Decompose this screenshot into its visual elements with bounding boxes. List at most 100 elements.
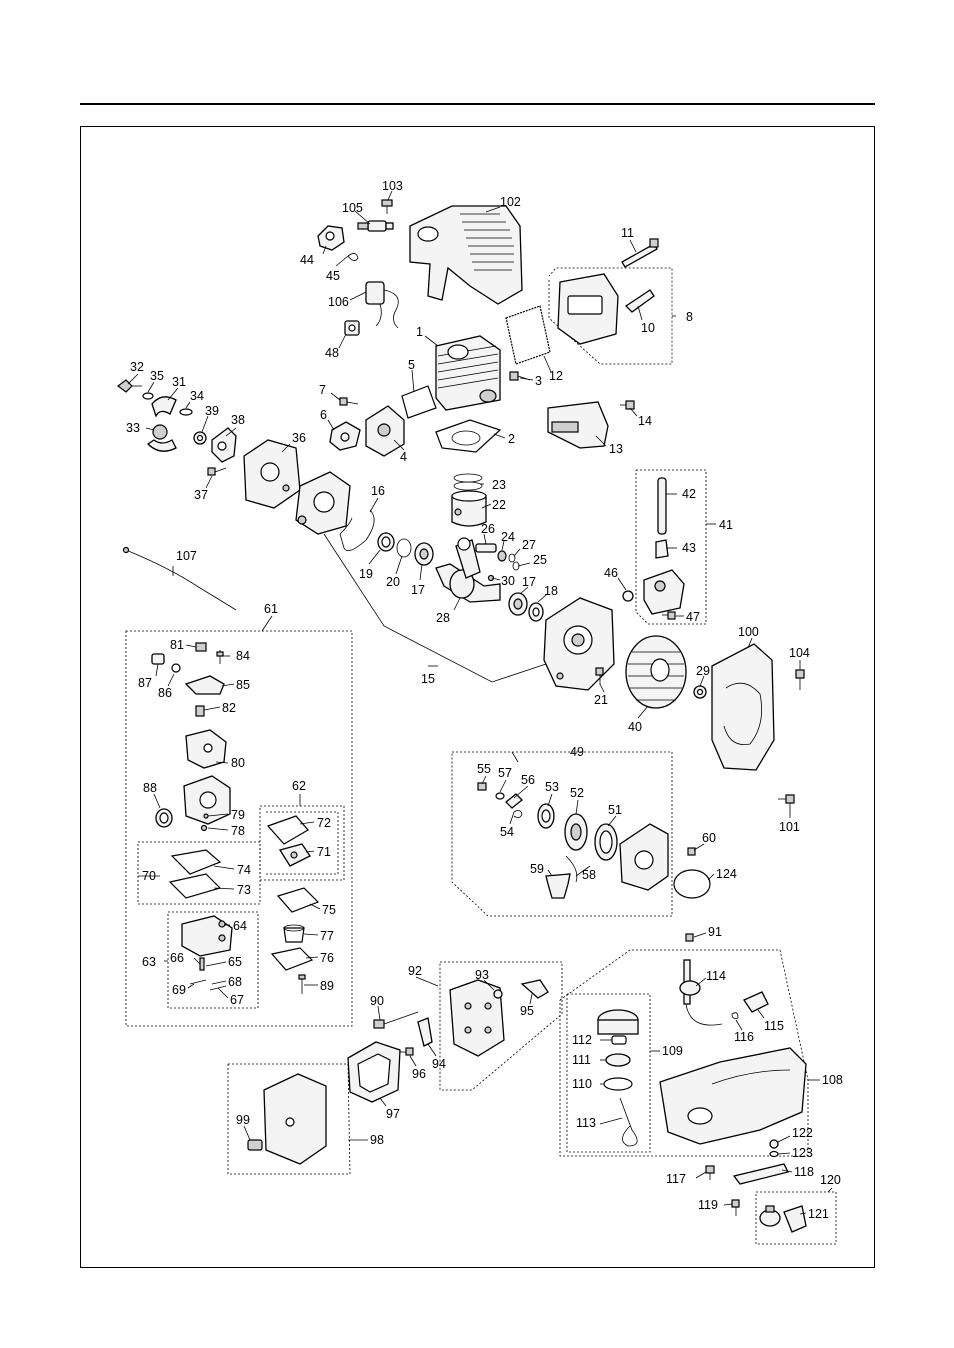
- part-113-tether: [619, 1097, 638, 1147]
- part-95-choke-lever: [520, 979, 549, 999]
- callout-22: 22: [492, 498, 506, 512]
- callout-69: 69: [172, 983, 186, 997]
- callout-99: 99: [236, 1113, 250, 1127]
- header-rule: [80, 103, 875, 105]
- leader-lines: [127, 190, 833, 1215]
- callout-118: 118: [794, 1165, 814, 1179]
- callout-80: 80: [231, 756, 245, 770]
- callout-12: 12: [549, 369, 563, 383]
- callout-19: 19: [359, 567, 373, 581]
- callout-45: 45: [326, 269, 340, 283]
- part-102-cylinder-cover: [409, 205, 523, 305]
- callout-103: 103: [382, 179, 403, 193]
- callout-112: 112: [572, 1033, 592, 1047]
- group-8-muffler: [548, 267, 673, 365]
- callout-40: 40: [628, 720, 642, 734]
- callout-97: 97: [386, 1107, 400, 1121]
- callout-53: 53: [545, 780, 559, 794]
- callout-8: 8: [686, 310, 693, 324]
- part-84-screw: [216, 650, 224, 664]
- part-103-screw: [381, 199, 393, 214]
- part-100-fan-housing: [711, 643, 775, 771]
- part-44-cap: [317, 225, 345, 251]
- callout-labels: 103 102 105 44 45 106 48 1 5 3 12 11 8 1…: [126, 179, 843, 1221]
- callout-89: 89: [320, 979, 334, 993]
- group-41-ignition: [635, 469, 707, 625]
- part-117-bolt: [705, 1165, 715, 1180]
- part-22-piston: [451, 490, 487, 527]
- callout-102: 102: [500, 195, 521, 209]
- callout-87: 87: [138, 676, 152, 690]
- part-6-insulator: [329, 421, 361, 451]
- callout-58: 58: [582, 868, 596, 882]
- callout-39: 39: [205, 404, 219, 418]
- callout-70: 70: [142, 869, 156, 883]
- callout-106: 106: [328, 295, 349, 309]
- part-115-filter: [743, 991, 769, 1013]
- callout-77: 77: [320, 929, 334, 943]
- part-60-screw: [687, 847, 696, 856]
- part-31-clutch-shoe: [151, 396, 177, 418]
- callout-100: 100: [738, 625, 759, 639]
- callout-105: 105: [342, 201, 363, 215]
- group-49-starter: [451, 751, 673, 917]
- callout-6: 6: [320, 408, 327, 422]
- callout-60: 60: [702, 831, 716, 845]
- callout-94: 94: [432, 1057, 446, 1071]
- callout-82: 82: [222, 701, 236, 715]
- part-79-ball: [203, 813, 209, 819]
- part-118-bracket: [732, 1163, 789, 1185]
- callout-90: 90: [370, 994, 384, 1008]
- callout-96: 96: [412, 1067, 426, 1081]
- callout-52: 52: [570, 786, 584, 800]
- part-23-piston-rings: [453, 473, 483, 491]
- part-carburetor-body: [183, 775, 231, 825]
- part-2-gasket: [435, 419, 502, 453]
- callout-73: 73: [237, 883, 251, 897]
- group-70-kit: [137, 841, 261, 905]
- part-111-retainer: [605, 1053, 631, 1067]
- part-11-bolt: [621, 238, 659, 268]
- part-89-screw: [298, 974, 306, 994]
- callout-15: 15: [421, 672, 435, 686]
- part-39-spacer: [193, 431, 207, 445]
- group-98-air-cleaner-cover: [227, 1063, 351, 1175]
- callout-121: 121: [808, 1207, 829, 1221]
- part-35-washer: [142, 392, 154, 400]
- part-13-muffler-cover: [547, 401, 609, 449]
- callout-51: 51: [608, 803, 622, 817]
- callout-21: 21: [594, 693, 608, 707]
- callout-114: 114: [706, 969, 726, 983]
- part-51-spring: [594, 823, 618, 861]
- callout-65: 65: [228, 955, 242, 969]
- part-53-reel: [537, 803, 555, 829]
- part-19-oil-seal: [377, 532, 395, 552]
- part-124-gasket: [673, 869, 711, 899]
- callout-55: 55: [477, 762, 491, 776]
- part-123-washer: [769, 1150, 779, 1158]
- callout-41: 41: [719, 518, 733, 532]
- callout-79: 79: [231, 808, 245, 822]
- callout-81: 81: [170, 638, 184, 652]
- part-45-clip: [347, 253, 359, 261]
- part-17-bearing-left: [414, 542, 434, 566]
- part-107-throttle-cable: [122, 546, 237, 611]
- part-33-clutch-spring: [146, 424, 177, 452]
- part-88-gasket: [155, 808, 173, 828]
- part-40-flywheel: [625, 635, 687, 709]
- callout-124: 124: [716, 867, 737, 881]
- callout-28: 28: [436, 611, 450, 625]
- callout-66: 66: [170, 951, 184, 965]
- part-112-filter: [611, 1035, 627, 1045]
- callout-23: 23: [492, 478, 506, 492]
- part-29-nut: [693, 685, 707, 699]
- part-17-bearing-right: [508, 592, 528, 616]
- part-75-gasket: [276, 887, 320, 913]
- callout-17b: 17: [522, 575, 536, 589]
- part-16-gasket: [339, 509, 375, 552]
- callout-35: 35: [150, 369, 164, 383]
- part-86-washer: [171, 663, 181, 673]
- part-55-screw: [477, 782, 487, 791]
- part-37-screw: [207, 467, 227, 476]
- callout-38: 38: [231, 413, 245, 427]
